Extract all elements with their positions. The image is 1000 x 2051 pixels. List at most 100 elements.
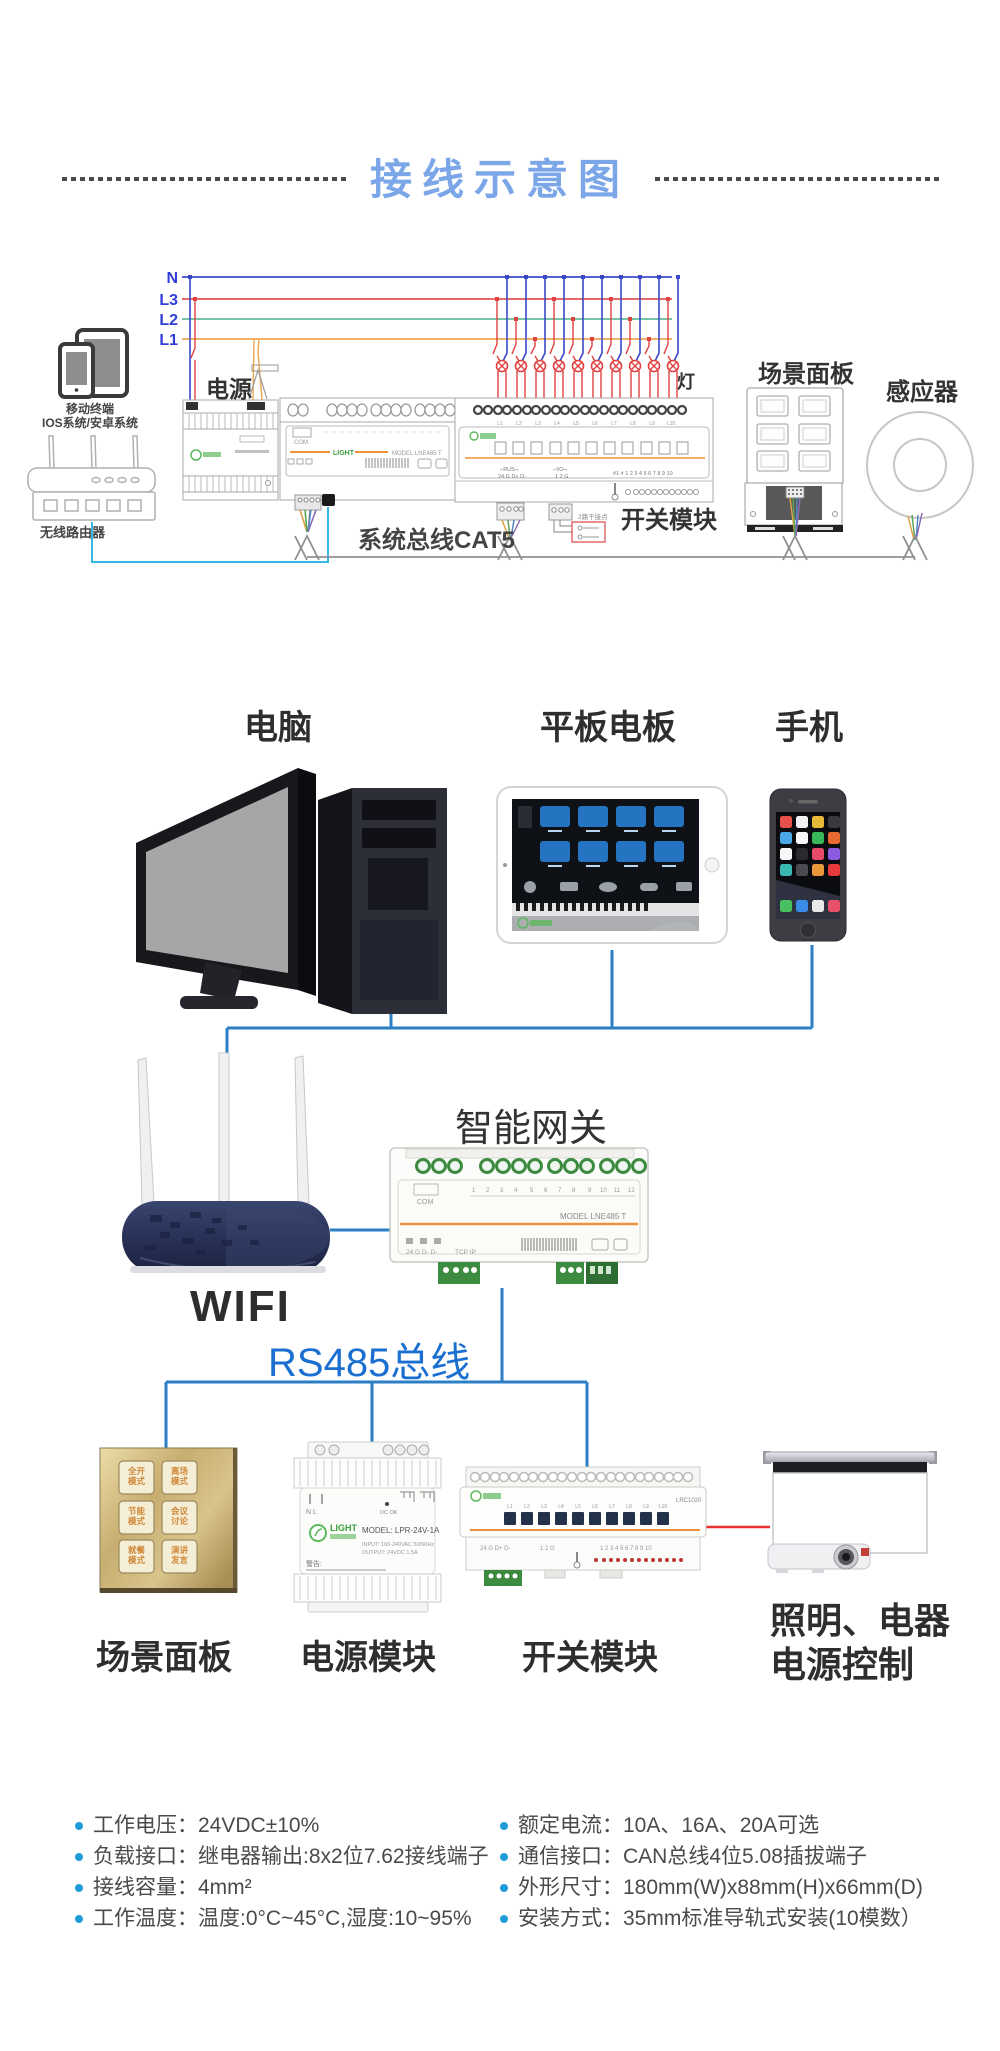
svg-text:全开: 全开 xyxy=(127,1466,146,1476)
svg-text:MODEL LNE485 T: MODEL LNE485 T xyxy=(392,451,442,457)
svg-text:2: 2 xyxy=(486,1188,490,1194)
svg-text:L1: L1 xyxy=(497,421,503,427)
svg-text:LIGHT: LIGHT xyxy=(333,450,355,457)
tablet-label: 平板电板 xyxy=(540,709,676,747)
svg-text:DC OK: DC OK xyxy=(380,1510,398,1516)
svg-text:L6: L6 xyxy=(592,421,598,427)
svg-text:节能: 节能 xyxy=(128,1506,146,1516)
spec-list-left: 工作电压：24VDC±10% 负载接口：继电器输出:8x2位7.62接线端子 接… xyxy=(75,1810,495,1934)
title-dash-right xyxy=(655,177,941,181)
svg-text:6: 6 xyxy=(544,1188,548,1194)
lighting-label-1: 照明、电器 xyxy=(770,1600,951,1641)
mobile-label-2: IOS系统/安卓系统 xyxy=(42,415,138,430)
svg-text:1: 1 xyxy=(472,1188,476,1194)
svg-text:10: 10 xyxy=(600,1188,607,1194)
power-module-label: 电源模块 xyxy=(300,1639,436,1677)
power-feeder xyxy=(188,275,279,401)
tablet-icon xyxy=(496,786,728,944)
svg-text:L7: L7 xyxy=(611,421,617,427)
system-bus xyxy=(294,533,928,561)
svg-text:⌐RUS¬: ⌐RUS¬ xyxy=(500,467,518,473)
svg-text:模式: 模式 xyxy=(171,1476,189,1486)
switch-module-label-top: 开关模块 xyxy=(621,507,717,534)
svg-text:COM: COM xyxy=(294,440,308,446)
computer-label: 电脑 xyxy=(244,709,312,747)
svg-text:L10: L10 xyxy=(667,421,676,427)
spec-item: 通信接口：CAN总线4位5.08插拔端子 xyxy=(500,1841,960,1872)
svg-text:L10: L10 xyxy=(659,1504,668,1510)
svg-text:就餐: 就餐 xyxy=(128,1545,146,1555)
svg-text:警告:: 警告: xyxy=(306,1559,322,1568)
spec-item: 安装方式：35mm标准导轨式安装(10模数） xyxy=(500,1903,960,1934)
spec-item: 额定电流：10A、16A、20A可选 xyxy=(500,1810,960,1841)
scene-panel-label: 场景面板 xyxy=(96,1639,232,1677)
phone-label: 手机 xyxy=(775,709,843,747)
spec-item: 工作温度：温度:0°C~45°C,湿度:10~95% xyxy=(75,1903,495,1934)
svg-text:L3: L3 xyxy=(535,421,541,427)
svg-text:L1: L1 xyxy=(507,1504,513,1510)
scene-panel-label-top: 场景面板 xyxy=(758,361,855,388)
svg-text:COM: COM xyxy=(417,1199,434,1206)
svg-text:9: 9 xyxy=(588,1188,592,1194)
network-lines xyxy=(164,945,814,1467)
svg-text:N L: N L xyxy=(306,1509,317,1516)
svg-text:L4: L4 xyxy=(558,1504,564,1510)
rs485-label: RS485总线 xyxy=(268,1341,471,1385)
svg-text:L4: L4 xyxy=(554,421,560,427)
spec-item: 接线容量：4mm² xyxy=(75,1872,495,1903)
svg-text:L3: L3 xyxy=(541,1504,547,1510)
svg-text:会议: 会议 xyxy=(170,1506,189,1516)
svg-text:L5: L5 xyxy=(573,421,579,427)
svg-text:1 2 3 4 5 6 7 8 9 10: 1 2 3 4 5 6 7 8 9 10 xyxy=(600,1546,652,1552)
svg-text:L6: L6 xyxy=(592,1504,598,1510)
svg-text:⌐I/O¬: ⌐I/O¬ xyxy=(553,467,567,473)
wireless-router-top xyxy=(27,435,156,521)
svg-text:8: 8 xyxy=(572,1188,576,1194)
spec-list-right: 额定电流：10A、16A、20A可选 通信接口：CAN总线4位5.08插拔端子 … xyxy=(500,1810,960,1934)
svg-text:讨论: 讨论 xyxy=(171,1516,189,1526)
svg-text:模式: 模式 xyxy=(128,1516,146,1526)
svg-text:L7: L7 xyxy=(609,1504,615,1510)
svg-text:11: 11 xyxy=(614,1188,621,1194)
svg-text:模式: 模式 xyxy=(128,1555,146,1565)
page-title: 接线示意图 xyxy=(369,156,630,203)
power-supply-module-top xyxy=(182,399,279,501)
svg-text:N: N xyxy=(166,270,178,287)
mobile-label-1: 移动终端 xyxy=(66,401,114,416)
svg-text:2路干接点: 2路干接点 xyxy=(578,512,608,521)
scene-panel-top xyxy=(744,387,844,537)
svg-text:7: 7 xyxy=(558,1188,562,1194)
svg-text:TCP IP: TCP IP xyxy=(455,1249,476,1256)
svg-text:模式: 模式 xyxy=(128,1476,146,1486)
svg-text:LIGHT: LIGHT xyxy=(330,1523,357,1533)
spec-item: 负载接口：继电器输出:8x2位7.62接线端子 xyxy=(75,1841,495,1872)
svg-text:24 G D+ D-: 24 G D+ D- xyxy=(498,474,526,480)
spec-item: 工作电压：24VDC±10% xyxy=(75,1810,495,1841)
svg-text:5: 5 xyxy=(530,1188,534,1194)
sensor-icon xyxy=(866,411,974,541)
switch-module-label: 开关模块 xyxy=(522,1639,658,1677)
svg-text:1 2 G: 1 2 G xyxy=(540,1546,555,1552)
sensor-label: 感应器 xyxy=(886,378,959,406)
svg-text:发言: 发言 xyxy=(170,1555,189,1565)
router-label-top: 无线路由器 xyxy=(39,525,106,540)
svg-text:OUTPUT: 24VDC 1.5A: OUTPUT: 24VDC 1.5A xyxy=(362,1550,418,1556)
svg-text:L8: L8 xyxy=(626,1504,632,1510)
computer-icon xyxy=(136,768,447,1014)
svg-text:L9: L9 xyxy=(643,1504,649,1510)
spec-item: 外形尺寸：180mm(W)x88mm(H)x66mm(D) xyxy=(500,1872,960,1903)
wifi-router-icon xyxy=(122,1052,330,1273)
gateway-module-top: COM LIGHT MODEL LNE485 T xyxy=(279,397,456,533)
projector-icon xyxy=(767,1543,871,1573)
svg-text:1 2 G: 1 2 G xyxy=(555,474,568,480)
title-dash-left xyxy=(62,177,350,181)
svg-text:L2: L2 xyxy=(516,421,522,427)
svg-text:INPUT: 100-240VAC 50/60Hz: INPUT: 100-240VAC 50/60Hz xyxy=(362,1542,434,1548)
phone-icon xyxy=(769,788,847,942)
